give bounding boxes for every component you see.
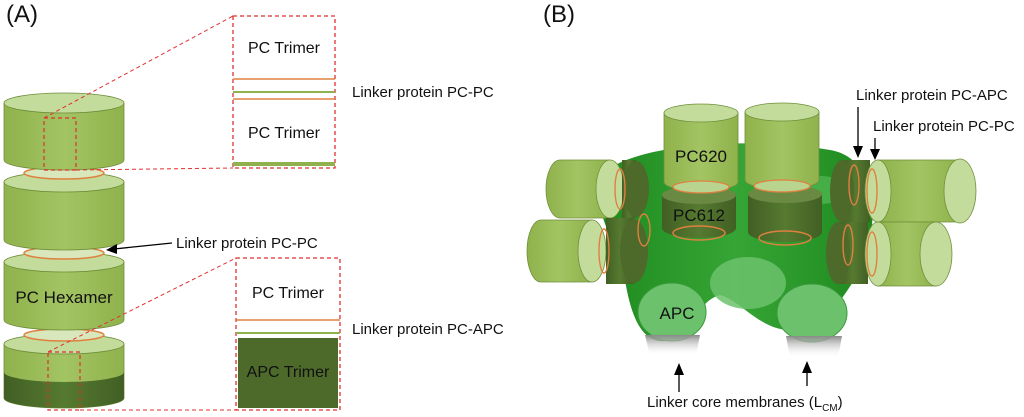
middle-disk xyxy=(3,171,125,251)
linker-pc-pc-label-b: Linker protein PC-PC xyxy=(873,118,1015,135)
left-rods xyxy=(526,159,651,284)
panel-b-label: (B) xyxy=(543,1,575,28)
apc-cylinders xyxy=(637,257,848,358)
apc-trimer-label: APC Trimer xyxy=(247,364,330,381)
zoom-box-bottom: PC Trimer APC Trimer xyxy=(235,257,341,411)
phycobilisome-model: PC620 PC612 APC xyxy=(526,102,977,358)
linker-pc-apc-arrow xyxy=(853,107,863,158)
pc612-label: PC612 xyxy=(673,206,725,225)
linker-disk-4 xyxy=(23,328,105,342)
linker-pc-apc-label-b: Linker protein PC-APC xyxy=(856,87,1008,104)
pc-trimer-label-1: PC Trimer xyxy=(248,40,321,57)
linker-pc-pc-label-a1: Linker protein PC-PC xyxy=(352,84,494,101)
highlight-bottom xyxy=(47,351,81,411)
center-rods xyxy=(662,102,822,246)
pc-trimer-label-3: PC Trimer xyxy=(252,285,325,302)
linker-pc-pc-arrow xyxy=(870,138,880,160)
zoom-box-top: PC Trimer PC Trimer xyxy=(232,15,336,169)
apc-label: APC xyxy=(660,304,695,323)
top-disk xyxy=(3,92,125,171)
hexamer-stack xyxy=(3,92,125,409)
pc-hexamer-label: PC Hexamer xyxy=(15,288,113,307)
panel-a-label: (A) xyxy=(6,1,38,28)
linker-arrow-a xyxy=(106,242,173,254)
pc-trimer-label-2: PC Trimer xyxy=(248,125,321,142)
linker-pc-pc-label-a2: Linker protein PC-PC xyxy=(176,235,318,252)
linker-core-arrows xyxy=(674,361,812,392)
highlight-top xyxy=(43,117,77,171)
linker-core-label: Linker core membranes (LCM) xyxy=(647,394,843,414)
right-rods xyxy=(826,158,977,287)
bottom-disk xyxy=(3,333,125,409)
pc620-label: PC620 xyxy=(675,147,727,166)
linker-pc-apc-label-a: Linker protein PC-APC xyxy=(352,321,504,338)
projection-lines xyxy=(43,15,237,411)
